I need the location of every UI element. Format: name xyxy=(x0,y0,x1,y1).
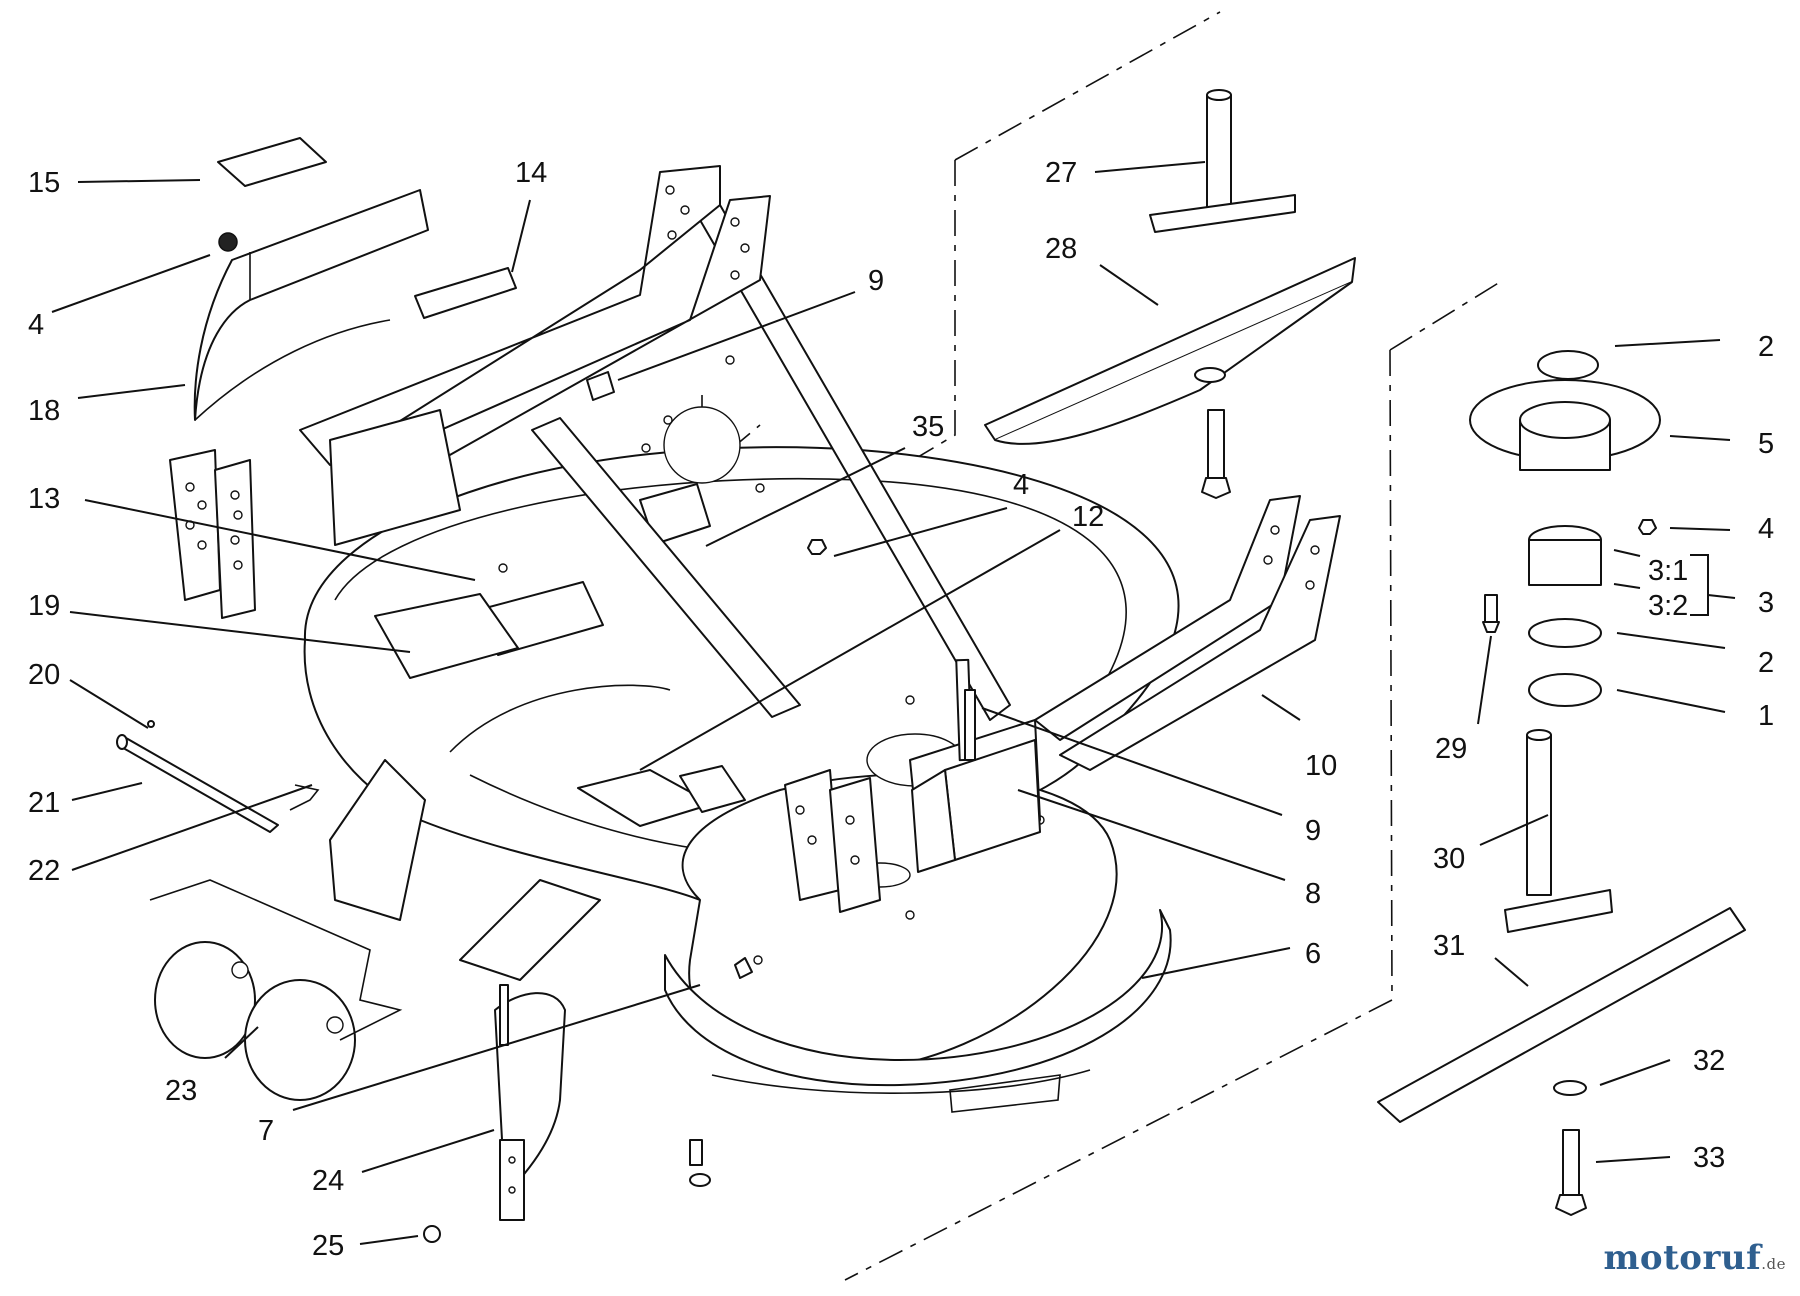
decal-14 xyxy=(414,267,517,319)
callout-29: 29 xyxy=(1435,733,1467,765)
callout-6: 6 xyxy=(1305,938,1321,970)
deck-frame xyxy=(169,165,1341,913)
callout-20: 20 xyxy=(28,659,60,691)
callout-23: 23 xyxy=(165,1075,197,1107)
callout-15: 15 xyxy=(28,167,60,199)
callout-4: 4 xyxy=(28,309,44,341)
decal-19 xyxy=(374,593,519,679)
callout-18: 18 xyxy=(28,395,60,427)
callout-2: 2 xyxy=(1758,647,1774,679)
decal-15 xyxy=(217,137,327,187)
watermark-logo: motoruf.de xyxy=(1603,1238,1786,1278)
decals xyxy=(217,137,746,827)
callout-9: 9 xyxy=(1305,815,1321,847)
callout-32: 32 xyxy=(1693,1045,1725,1077)
blade-assembly-top xyxy=(984,89,1356,499)
callout-4: 4 xyxy=(1013,469,1029,501)
callout-9: 9 xyxy=(868,265,884,297)
leader-lines xyxy=(51,161,1736,1245)
callout-10: 10 xyxy=(1305,750,1337,782)
chute-24 xyxy=(494,984,566,1221)
callout-3: 3 xyxy=(1758,587,1774,619)
gauge-wheels xyxy=(149,759,601,1101)
callout-31: 31 xyxy=(1433,930,1465,962)
callout-21: 21 xyxy=(28,787,60,819)
callout-19: 19 xyxy=(28,590,60,622)
callout-13: 13 xyxy=(28,483,60,515)
spindle-housing xyxy=(1469,350,1661,707)
blade-assembly-bottom xyxy=(1377,594,1746,1216)
callout-27: 27 xyxy=(1045,157,1077,189)
callout-30: 30 xyxy=(1433,843,1465,875)
decal-12b xyxy=(679,765,746,813)
callout-4: 4 xyxy=(1758,513,1774,545)
callout-3-2: 3:2 xyxy=(1648,590,1688,622)
axle-pin xyxy=(116,720,320,833)
deflector-18 xyxy=(193,189,429,421)
callout-35: 35 xyxy=(912,411,944,443)
callout-7: 7 xyxy=(258,1115,274,1147)
fasteners-left xyxy=(423,371,976,1243)
callout-2: 2 xyxy=(1758,331,1774,363)
callout-14: 14 xyxy=(515,157,547,189)
callout-25: 25 xyxy=(312,1230,344,1262)
callout-8: 8 xyxy=(1305,878,1321,910)
callout-labels: 15 14 4 18 13 19 20 21 22 23 7 24 25 9 3… xyxy=(28,157,1774,1262)
callout-24: 24 xyxy=(312,1165,344,1197)
callout-12: 12 xyxy=(1072,501,1104,533)
callout-1: 1 xyxy=(1758,700,1774,732)
callout-3-1: 3:1 xyxy=(1648,555,1688,587)
callout-5: 5 xyxy=(1758,428,1774,460)
callout-22: 22 xyxy=(28,855,60,887)
callout-28: 28 xyxy=(1045,233,1077,265)
callout-33: 33 xyxy=(1693,1142,1725,1174)
watermark-text: motoruf xyxy=(1603,1238,1762,1278)
bracket-8 xyxy=(911,658,1041,873)
watermark-domain: .de xyxy=(1761,1255,1786,1273)
